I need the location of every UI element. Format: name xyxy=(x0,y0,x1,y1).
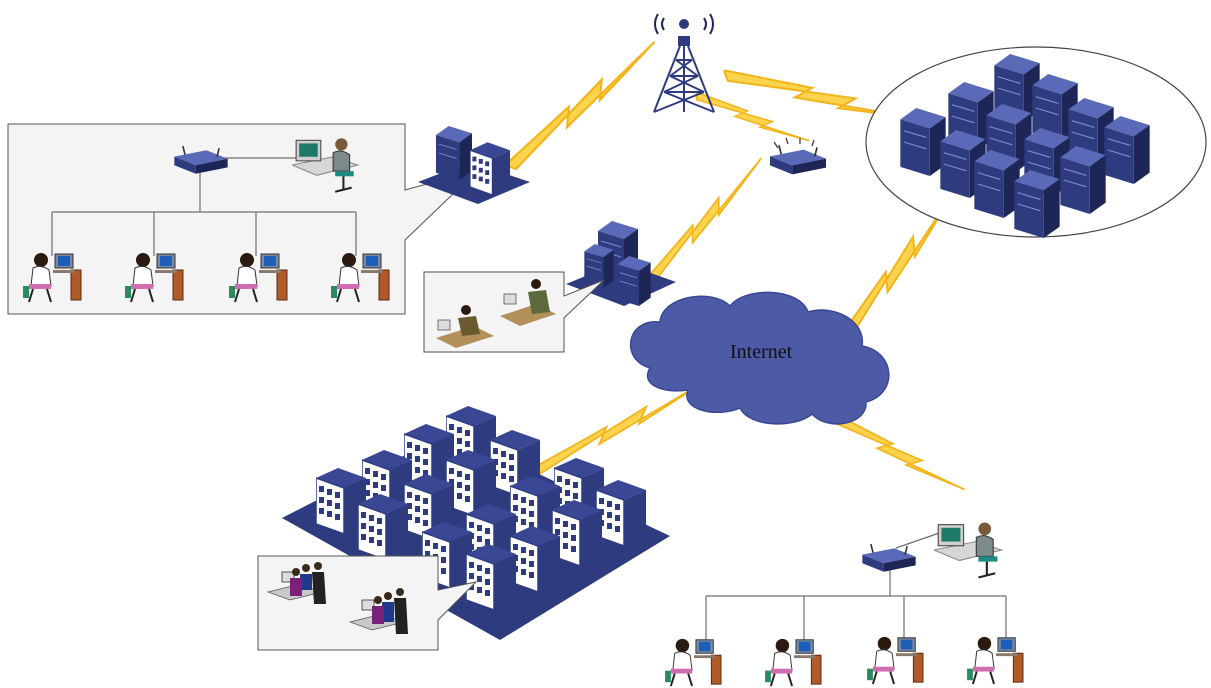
field-workers-icon xyxy=(436,279,556,348)
meeting-panel xyxy=(257,555,478,651)
branch-office xyxy=(423,220,676,353)
lan-panel-top-left xyxy=(7,123,479,315)
campus-buildings-icon xyxy=(282,405,670,640)
workstation-user-icon xyxy=(966,635,1024,686)
cloud-shape xyxy=(629,291,890,425)
wireless-router-mid-icon xyxy=(770,137,826,176)
lan-wiring xyxy=(51,157,357,256)
workstation-user-icon xyxy=(764,637,822,688)
lan-panel-callout xyxy=(7,123,479,315)
admin-desk-icon xyxy=(934,521,1003,579)
server-farm xyxy=(865,46,1207,238)
lan-branch-bottom-right xyxy=(664,521,1024,688)
radio-tower-icon xyxy=(653,13,715,113)
meeting-group-icon xyxy=(266,562,408,634)
workstation-user-icon xyxy=(664,637,722,688)
workstation-user-icon xyxy=(866,635,924,686)
internet-cloud: Internet xyxy=(629,291,890,425)
link-tower-office-lightning-icon xyxy=(485,40,679,174)
wireless-router-icon xyxy=(862,544,916,573)
office-building-top-icon xyxy=(418,125,530,204)
internet-label: Internet xyxy=(730,341,793,363)
